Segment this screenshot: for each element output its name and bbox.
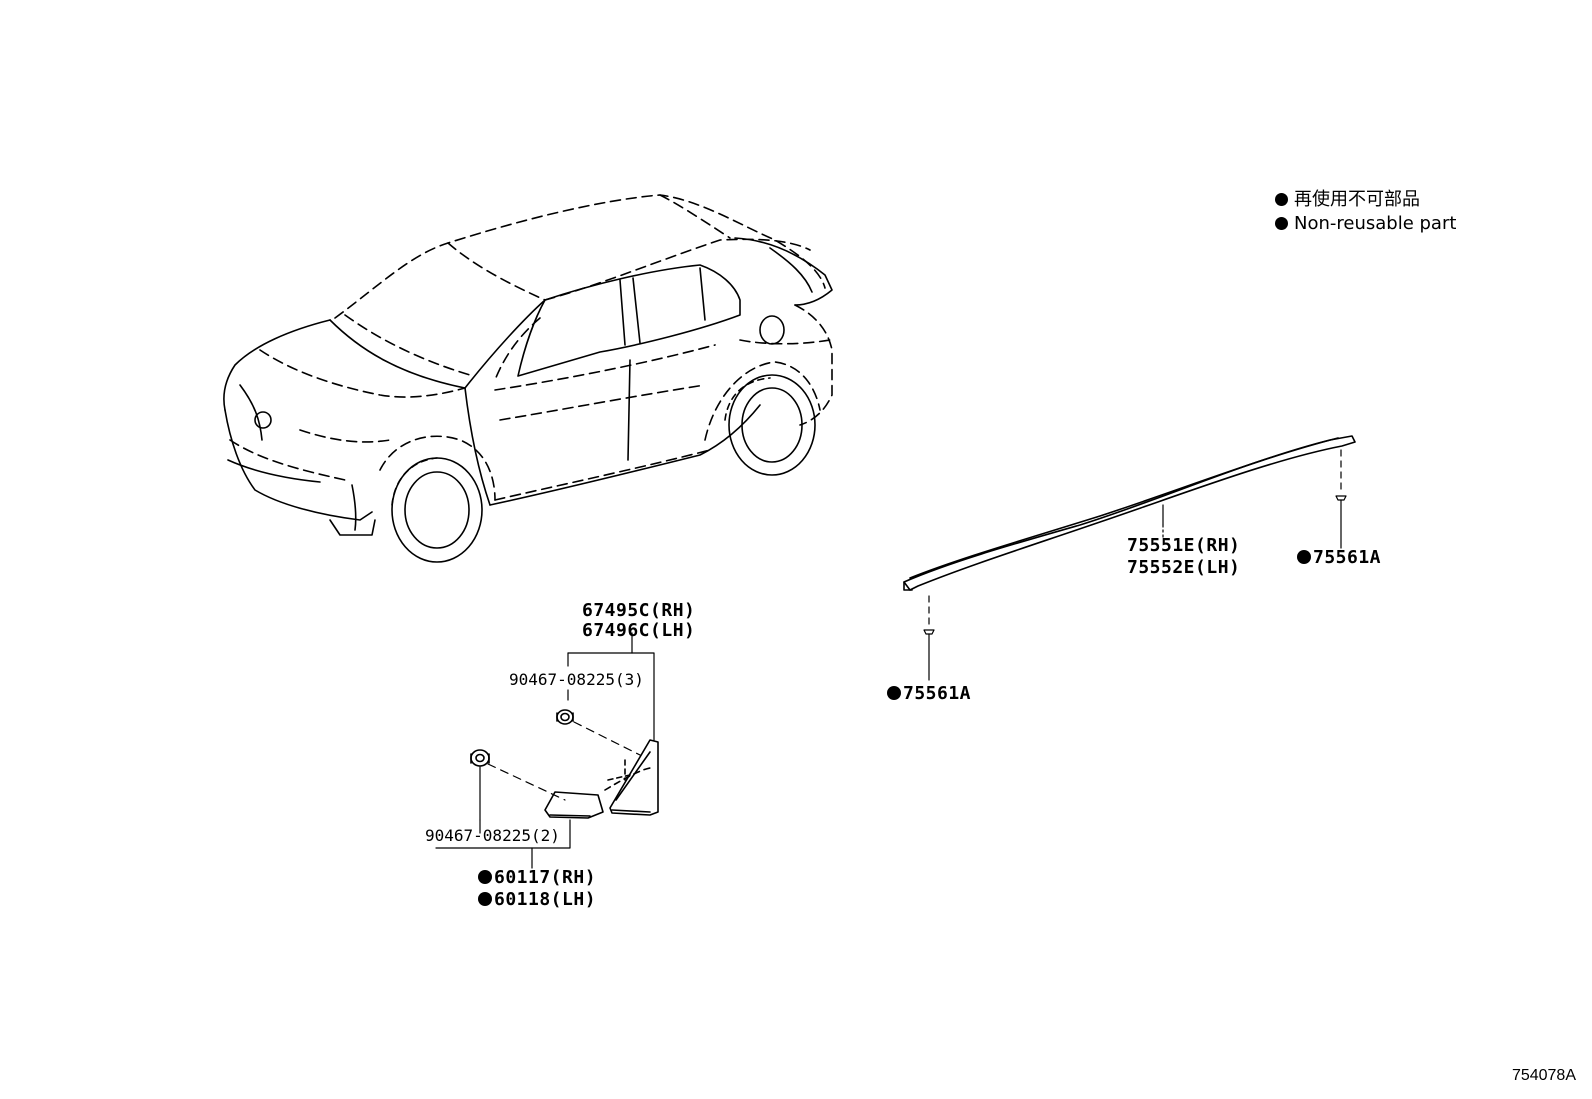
non-reusable-dot-icon (478, 870, 492, 884)
nut-upper-shape (556, 709, 574, 725)
label-clip-left: 75561A (887, 684, 971, 704)
label-cover-rh: 67495C(RH) (582, 600, 696, 621)
legend-japanese: 再使用不可部品 (1294, 189, 1420, 210)
garnish-shape (544, 791, 604, 819)
legend-row-english: Non-reusable part (1275, 212, 1456, 236)
legend-row-japanese: 再使用不可部品 (1275, 188, 1456, 212)
nut-lower-shape (470, 749, 490, 767)
non-reusable-dot-icon (887, 686, 901, 700)
non-reusable-dot-icon (478, 892, 492, 906)
vehicle-illustration (223, 194, 833, 563)
label-molding-lh: 75552E(LH) (1127, 557, 1241, 578)
legend-english: Non-reusable part (1294, 213, 1457, 234)
roof-molding (903, 435, 1356, 591)
clip-left-shape (923, 629, 935, 635)
label-nut-upper: 90467-08225(3) (509, 670, 644, 689)
label-garnish-lh: 60118(LH) (478, 890, 596, 910)
label-clip-right: 75561A (1297, 548, 1381, 568)
bullet-dot-icon (1275, 193, 1288, 206)
cover-shape (604, 739, 659, 816)
diagram-reference-number: 754078A (1511, 1067, 1576, 1084)
non-reusable-dot-icon (1297, 550, 1311, 564)
label-molding-rh: 75551E(RH) (1127, 535, 1241, 556)
label-garnish-rh: 60117(RH) (478, 868, 596, 888)
clip-right-shape (1335, 495, 1347, 501)
label-cover-lh: 67496C(LH) (582, 620, 696, 641)
label-nut-lower: 90467-08225(2) (425, 826, 560, 845)
bullet-dot-icon (1275, 217, 1288, 230)
legend: 再使用不可部品 Non-reusable part (1275, 188, 1456, 236)
